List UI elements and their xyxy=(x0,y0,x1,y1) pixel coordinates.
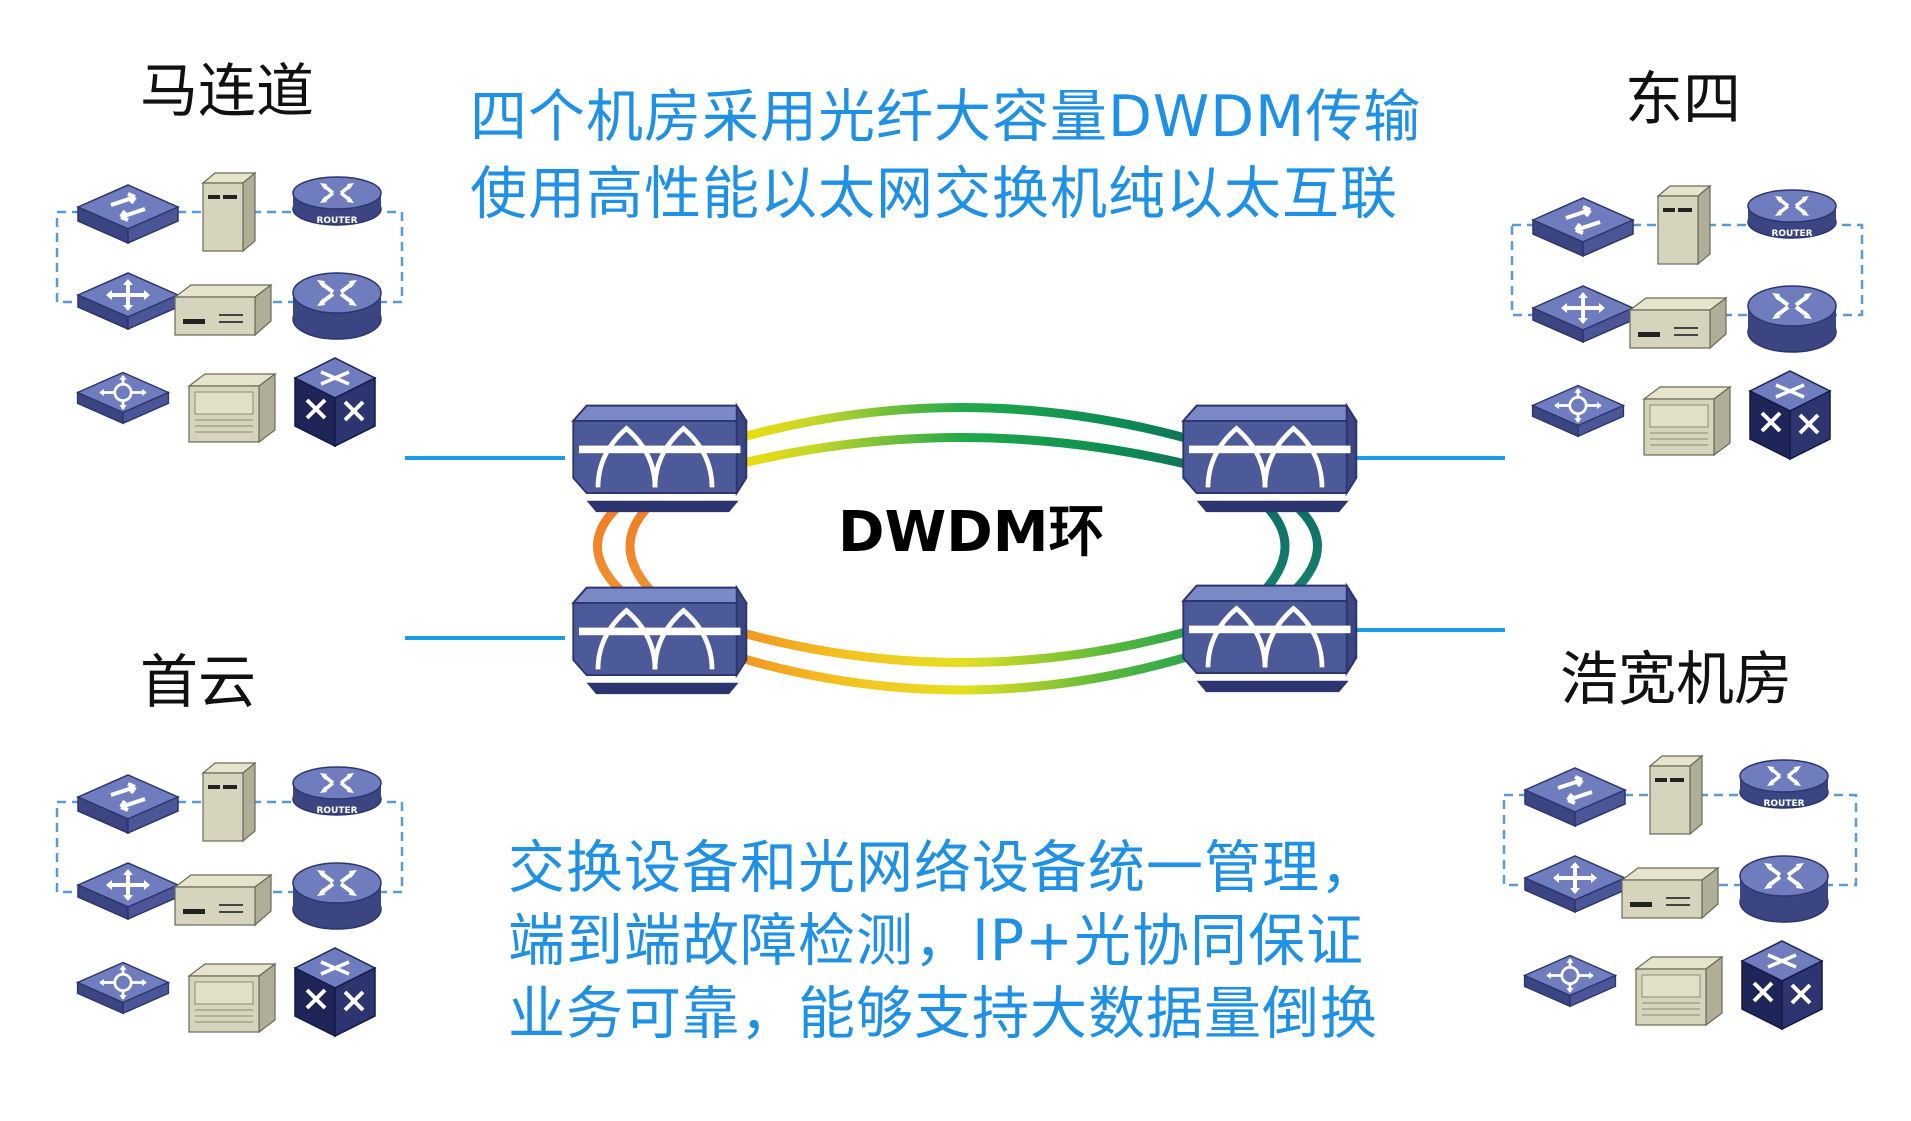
server-icon xyxy=(188,373,276,443)
hub-icon xyxy=(1523,954,1617,1008)
dwdm-ring xyxy=(593,403,1322,695)
atm-switch-icon xyxy=(1523,854,1627,914)
oadm-node-icon xyxy=(573,588,746,694)
hub-icon xyxy=(76,371,170,425)
site-label-bottom-left: 首云 xyxy=(140,648,257,716)
switch-icon xyxy=(1523,766,1627,828)
switch-icon xyxy=(1531,196,1635,258)
atm-switch-icon xyxy=(1531,284,1635,344)
site-label-bottom-right: 浩宽机房 xyxy=(1560,645,1793,713)
switch-icon xyxy=(76,773,180,835)
oadm-node-icon xyxy=(573,406,746,512)
ring-label: DWDM环 xyxy=(838,500,1105,565)
site-cluster-top-left: ROUTER xyxy=(55,172,404,448)
server-icon xyxy=(202,762,256,842)
hub-icon xyxy=(1531,384,1625,438)
server-icon xyxy=(202,172,256,252)
site-cluster-bottom-left: ROUTER xyxy=(55,762,404,1038)
cube-switch-icon xyxy=(293,946,377,1038)
server-icon xyxy=(174,874,272,926)
router-icon xyxy=(291,271,383,341)
hub-icon xyxy=(76,961,170,1015)
server-icon xyxy=(1635,956,1723,1026)
cube-switch-icon xyxy=(1740,939,1824,1031)
router-badge: ROUTER xyxy=(316,216,357,226)
site-cluster-bottom-right: ROUTER xyxy=(1502,755,1858,1031)
bottom-text-line-3: 业务可靠，能够支持大数据量倒换 xyxy=(508,981,1378,1047)
site-cluster-top-right: ROUTER xyxy=(1510,185,1864,461)
server-icon xyxy=(1621,867,1719,919)
router-icon xyxy=(291,861,383,931)
router-badge: ROUTER xyxy=(1771,229,1812,239)
server-icon xyxy=(1657,185,1711,265)
router-badge: ROUTER xyxy=(1763,799,1804,809)
uplink-lines xyxy=(405,456,1505,640)
bottom-text-line-1: 交换设备和光网络设备统一管理， xyxy=(508,835,1378,901)
cube-switch-icon xyxy=(293,356,377,448)
atm-switch-icon xyxy=(76,861,180,921)
router-icon xyxy=(1746,284,1838,354)
oadm-node-icon xyxy=(1183,586,1356,692)
oadm-node-icon xyxy=(1183,406,1356,512)
router-icon xyxy=(1738,854,1830,924)
site-label-top-right: 东四 xyxy=(1625,65,1742,133)
server-icon xyxy=(1643,386,1731,456)
atm-switch-icon xyxy=(76,271,180,331)
server-icon xyxy=(174,284,272,336)
site-label-top-left: 马连道 xyxy=(140,57,315,125)
router-badge: ROUTER xyxy=(316,806,357,816)
server-icon xyxy=(1629,297,1727,349)
server-icon xyxy=(188,963,276,1033)
headline-line-2: 使用高性能以太网交换机纯以太互联 xyxy=(470,161,1398,227)
switch-icon xyxy=(76,183,180,245)
server-icon xyxy=(1649,755,1703,835)
cube-switch-icon xyxy=(1748,369,1832,461)
bottom-text-line-2: 端到端故障检测，IP+光协同保证 xyxy=(508,908,1364,974)
headline-line-1: 四个机房采用光纤大容量DWDM传输 xyxy=(470,84,1422,150)
